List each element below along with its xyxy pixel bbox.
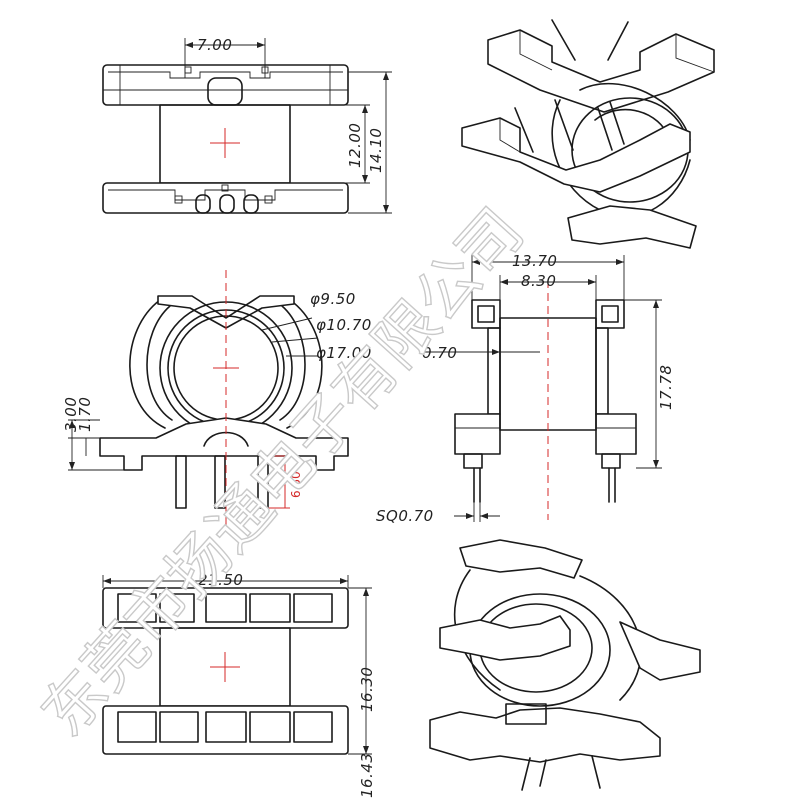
front-view-pin [257,455,269,509]
dim-flange-h2: 1.70 [76,397,94,432]
dim-side-inner-width: 8.30 [521,272,556,290]
dim-side-wall: 0.70 [422,344,457,362]
dim-bottom-width: 21.50 [198,571,243,589]
side-view-right-flange-top [595,299,625,329]
iso-bottom-top-wing [459,539,583,579]
dim-bottom-height: 16.30 [358,667,376,712]
dim-flange-h1: 3.00 [62,397,80,432]
side-view-left-flange-base [454,413,501,455]
iso-bottom-front-flange [439,615,571,661]
top-view-upper-flange [102,64,349,106]
iso-top-bottom-wing [567,205,697,249]
front-view-bottom-flange [99,417,349,471]
iso-top-rear-flange [487,29,715,113]
iso-top-front-flange [461,117,691,193]
isometric-view-bottom [429,539,701,791]
top-view: 7.00 12.00 14.10 [102,36,392,214]
dim-bore-mid: φ10.70 [316,316,372,334]
front-view-left-arc [129,299,166,429]
side-view-right-flange-base [595,413,637,455]
watermark-text: 东莞市扬通电子有限公司 [27,194,538,750]
side-view: 13.70 8.30 17.78 0.70 SQ0.70 [376,252,675,525]
iso-bottom-base-flange [429,707,661,763]
dim-top-outer-height: 14.10 [367,128,385,173]
dim-side-height: 17.78 [657,365,675,410]
front-view: φ9.50 φ10.70 φ17.00 3.00 1.70 6.50 [62,270,372,530]
dim-side-outer-width: 13.70 [512,252,557,270]
dim-bottom-pin: 16.43 [358,753,376,798]
front-view-pin [214,455,226,509]
dim-top-width: 7.00 [197,36,232,54]
top-view-lower-flange [102,182,349,214]
dim-bore-inner: φ9.50 [310,290,356,308]
front-view-pin [175,455,187,509]
bottom-view: 21.50 16.30 16.43 [102,571,376,798]
dim-bore-outer: φ17.00 [316,344,372,362]
side-view-left-flange-top [471,299,501,329]
dim-pin-square: SQ0.70 [376,507,434,525]
bottom-view-lower-flange [102,705,349,755]
isometric-view-top [461,19,715,249]
dim-pin-length: 6.50 [289,471,303,498]
dim-top-inner-height: 12.00 [346,123,364,168]
front-view-right-arc [286,299,323,429]
company-watermark: 东莞市扬通电子有限公司 [26,194,538,751]
iso-bottom-right-flange [619,621,701,681]
